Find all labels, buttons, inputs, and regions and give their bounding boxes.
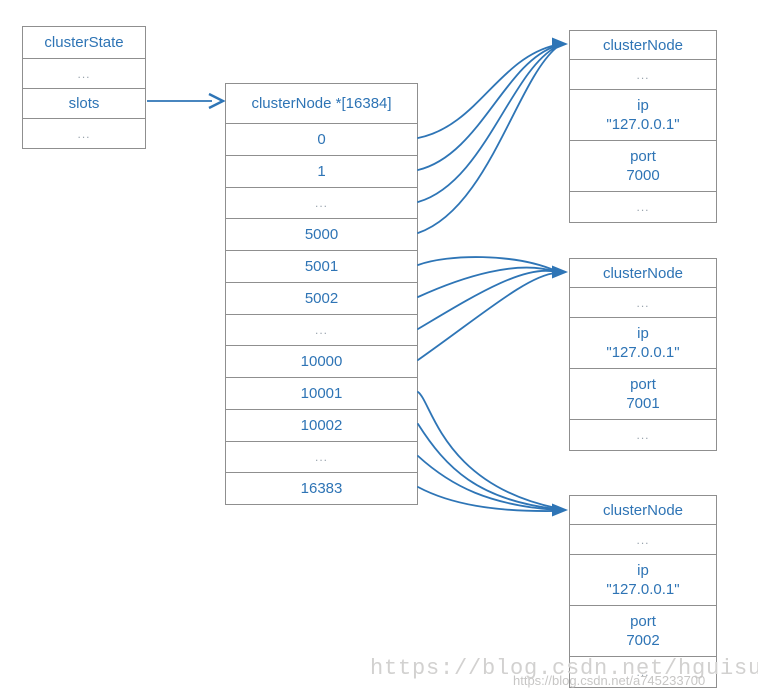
watermark-large: https://blog.csdn.net/hguisu (370, 656, 758, 681)
slot-row-10001: 10001 (226, 377, 417, 409)
slots-array-title: clusterNode *[16384] (251, 95, 392, 112)
arrow-slot0-to-node1 (417, 44, 557, 139)
arrow-slot16383-to-node3 (417, 486, 557, 512)
arrow-slot-ellipsis3-to-node3 (417, 455, 557, 511)
arrow-slot10002-to-node3 (417, 423, 557, 510)
slot-row-ellipsis-1: ... (226, 186, 417, 219)
slot-row-10000: 10000 (226, 345, 417, 377)
cluster-node-port-cell: port 7001 (570, 368, 716, 419)
arrow-slot5001-to-node2 (417, 256, 557, 272)
arrowhead-node2 (552, 265, 568, 279)
slot-row-1: 1 (226, 154, 417, 187)
slot-row-16383: 16383 (226, 472, 417, 504)
port-label: port (630, 376, 656, 393)
cluster-state-slots-field: slots (23, 88, 145, 118)
arrow-slot-ellipsis2-to-node2 (417, 269, 557, 330)
cluster-node-ellipsis-bottom: ... (570, 656, 716, 687)
cluster-state-ellipsis-bottom: ... (23, 118, 145, 148)
cluster-node-box-7001: clusterNode ... ip "127.0.0.1" port 7001… (569, 258, 717, 451)
slot-row-10002: 10002 (226, 408, 417, 441)
slots-array-box: clusterNode *[16384] 0 1 ... 5000 5001 5… (225, 83, 418, 505)
watermark-small: https://blog.csdn.net/a745233700 (513, 673, 706, 688)
cluster-node-box-7002: clusterNode ... ip "127.0.0.1" port 7002… (569, 495, 717, 688)
cluster-node-ellipsis-top: ... (570, 524, 716, 554)
cluster-node-title: clusterNode (602, 36, 684, 54)
ip-value: "127.0.0.1" (606, 116, 680, 133)
cluster-state-box: clusterState ... slots ... (22, 26, 146, 149)
slot-row-5002: 5002 (226, 281, 417, 314)
cluster-node-ellipsis-top: ... (570, 287, 716, 317)
port-label: port (630, 148, 656, 165)
cluster-node-ip-cell: ip "127.0.0.1" (570, 554, 716, 605)
arrowhead-node3 (552, 503, 568, 517)
ip-label: ip (637, 97, 649, 114)
arrow-slot-ellipsis1-to-node1 (417, 46, 557, 203)
ip-label: ip (637, 325, 649, 342)
cluster-node-ip-cell: ip "127.0.0.1" (570, 317, 716, 368)
arrow-slot10001-to-node3 (417, 391, 557, 509)
cluster-node-port-cell: port 7000 (570, 140, 716, 191)
port-value: 7001 (626, 395, 660, 412)
arrowhead-node1 (552, 37, 568, 51)
arrow-slot5002-to-node2 (417, 266, 557, 298)
ip-label: ip (637, 562, 649, 579)
cluster-state-ellipsis-top: ... (23, 58, 145, 88)
arrowhead-slots-to-table (208, 92, 226, 110)
slot-row-5000: 5000 (226, 218, 417, 250)
port-value: 7002 (626, 632, 660, 649)
cluster-node-ellipsis-bottom: ... (570, 191, 716, 222)
cluster-node-title: clusterNode (602, 501, 684, 519)
arrow-slot10000-to-node2 (417, 272, 557, 361)
cluster-node-box-7000: clusterNode ... ip "127.0.0.1" port 7000… (569, 30, 717, 223)
cluster-node-ellipsis-top: ... (570, 59, 716, 89)
slot-row-5001: 5001 (226, 250, 417, 282)
ip-value: "127.0.0.1" (606, 581, 680, 598)
cluster-node-ellipsis-bottom: ... (570, 419, 716, 450)
slot-row-ellipsis-3: ... (226, 440, 417, 473)
cluster-node-port-cell: port 7002 (570, 605, 716, 656)
arrow-slot1-to-node1 (417, 45, 557, 171)
port-value: 7000 (626, 167, 660, 184)
slot-row-ellipsis-2: ... (226, 313, 417, 346)
cluster-node-ip-cell: ip "127.0.0.1" (570, 89, 716, 140)
cluster-state-title: clusterState (44, 34, 124, 51)
port-label: port (630, 613, 656, 630)
cluster-node-title: clusterNode (602, 264, 684, 282)
arrow-slot5000-to-node1 (417, 47, 557, 234)
slot-row-0: 0 (226, 123, 417, 155)
ip-value: "127.0.0.1" (606, 344, 680, 361)
